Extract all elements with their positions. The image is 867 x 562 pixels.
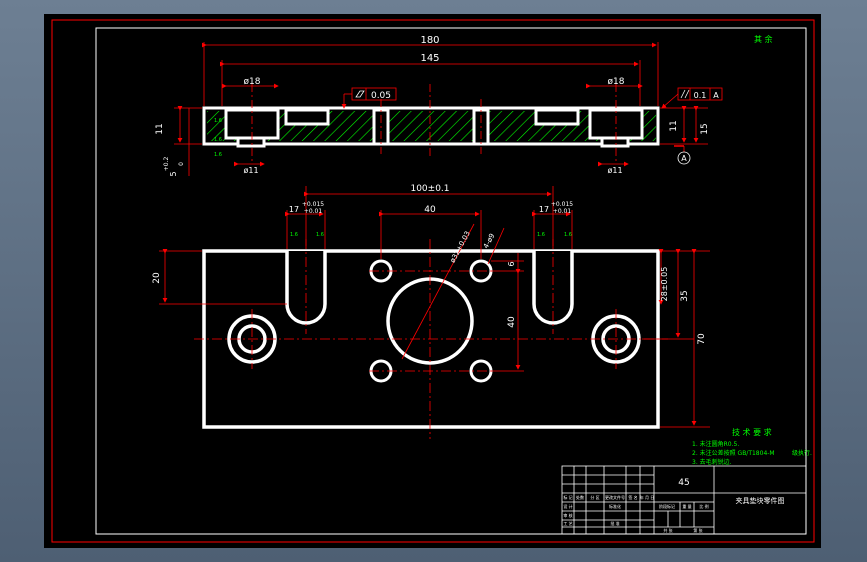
- dim-center-hole: ø32+0.03: [449, 230, 472, 264]
- corner-roughness-note: 其 余: [754, 34, 773, 44]
- top-view: 100±0.1 17 +0.015 +0.01 17 +0.015 +0.01 …: [152, 184, 710, 439]
- tb-label-designer: 设 计: [563, 503, 572, 509]
- tb-label-sheet-no: 第 张: [693, 527, 702, 533]
- top-slot-left: [285, 251, 327, 325]
- tb-label-date: 年 月 日: [640, 494, 655, 500]
- svg-text:A: A: [681, 154, 687, 163]
- svg-text:+0.2: +0.2: [163, 157, 170, 172]
- dim-dia-right: ø18: [608, 77, 625, 87]
- tb-label-zone: 分 区: [590, 494, 599, 500]
- cad-viewport[interactable]: 其 余 180: [44, 14, 821, 548]
- dim-slot-spacing: 100±0.1: [410, 184, 449, 194]
- tb-label-sheet-total: 共 张: [663, 527, 672, 533]
- front-roughness-c: 1.6: [214, 152, 222, 158]
- dim-height-left: 11: [155, 123, 165, 134]
- parallelism-frame: 0.1 A: [661, 87, 723, 109]
- dim-dia-left: ø18: [244, 77, 261, 87]
- svg-text:+0.015: +0.015: [551, 201, 573, 208]
- flatness-frame: 0.05: [341, 87, 397, 109]
- dim-hole-spacing: 145: [420, 53, 439, 64]
- drawing-canvas: 其 余 180: [51, 19, 815, 543]
- dim-slot-depth: 20: [152, 272, 162, 284]
- dim-step-depth: 5 +0.2 0: [163, 157, 185, 177]
- title-block-material: 45: [678, 478, 689, 488]
- tb-label-mark: 标 记: [563, 494, 572, 500]
- tech-notes: 技 术 要 求 1. 未注圆角R0.5. 2. 未注公差按照 GB/T1804-…: [692, 427, 812, 466]
- tb-label-process: 工 艺: [563, 521, 572, 526]
- top-roughness-b: 1.6: [316, 232, 324, 238]
- tech-notes-title: 技 术 要 求: [732, 427, 772, 437]
- tb-label-weight: 重 量: [682, 503, 691, 509]
- svg-text:17: 17: [539, 205, 549, 214]
- dim-height-right-a: 11: [669, 120, 679, 131]
- dim-slot-width-right: 17 +0.015 +0.01: [539, 201, 573, 215]
- front-roughness-b: 1.6: [214, 137, 222, 143]
- dim-four-holes: 4-ø9: [482, 232, 496, 250]
- tb-label-change-doc: 更改文件号: [605, 494, 625, 500]
- tb-label-signature: 签 名: [628, 494, 637, 500]
- dim-overall-length: 180: [420, 35, 439, 46]
- sheet-border-inner: [95, 27, 807, 535]
- tb-label-scale: 比 例: [699, 503, 708, 509]
- tech-note-line-2: 2. 未注公差按照 GB/T1804-M: [692, 449, 775, 457]
- tb-label-stage-mark: 阶段标记: [659, 503, 675, 509]
- front-outline: [202, 106, 660, 146]
- svg-text:+0.01: +0.01: [304, 208, 323, 215]
- svg-text:0.1: 0.1: [694, 91, 707, 100]
- top-slot-right: [532, 251, 574, 325]
- title-block-drawing-name: 夹具垫块零件图: [736, 496, 785, 505]
- title-block: [561, 465, 807, 535]
- front-hatch-area: [207, 111, 656, 141]
- dim-hole-spacing-y: 40: [507, 316, 517, 328]
- svg-text:+0.015: +0.015: [302, 201, 324, 208]
- svg-text:A: A: [713, 91, 719, 100]
- svg-text:0.05: 0.05: [371, 91, 391, 101]
- front-roughness-a: 1.6: [214, 118, 222, 124]
- top-roughness-a: 1.6: [290, 232, 298, 238]
- svg-text:5: 5: [169, 171, 178, 176]
- svg-text:17: 17: [289, 205, 299, 214]
- tb-label-review: 审 核: [563, 512, 572, 518]
- top-roughness-c: 1.6: [537, 232, 545, 238]
- svg-text:+0.01: +0.01: [553, 208, 572, 215]
- datum-a-symbol: A: [674, 145, 691, 165]
- top-roughness-d: 1.6: [564, 232, 572, 238]
- dim-height-28: 28±0.05: [660, 267, 669, 302]
- dim-hole-spacing-x: 40: [424, 205, 436, 215]
- dim-height-right-b: 15: [700, 123, 710, 134]
- dim-hole-offset: 6: [507, 261, 516, 266]
- dim-dia-small-right: ø11: [607, 166, 622, 175]
- tech-note-line-1: 1. 未注圆角R0.5.: [692, 440, 739, 448]
- tech-note-trailing: 级执行.: [792, 449, 812, 457]
- front-view: 180 145 ø18 ø18 0.05 0.1 A: [155, 35, 723, 177]
- tb-label-approve: 批 准: [610, 520, 619, 526]
- tb-label-count: 处数: [576, 494, 584, 500]
- dim-slot-width-left: 17 +0.015 +0.01: [289, 201, 324, 215]
- tb-label-standardize: 标准化: [609, 503, 621, 509]
- sheet-border-outer: [51, 19, 815, 543]
- svg-text:0: 0: [178, 162, 185, 166]
- dim-height-35: 35: [680, 290, 690, 301]
- front-slot-right: [534, 108, 580, 126]
- dim-height-70: 70: [697, 333, 707, 345]
- tech-note-line-3: 3. 去毛刺锐边.: [692, 458, 732, 466]
- dim-dia-small-left: ø11: [243, 166, 258, 175]
- front-slot-left: [284, 108, 330, 126]
